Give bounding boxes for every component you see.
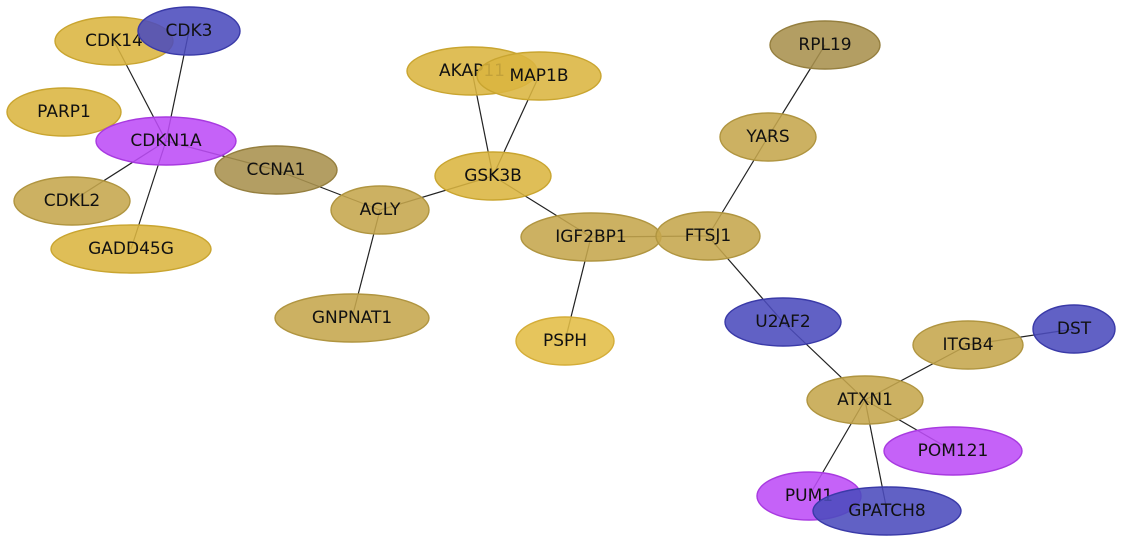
node-cdkl2-label: CDKL2 [44,191,100,211]
node-parp1: PARP1 [6,87,122,137]
node-acly-label: ACLY [360,200,401,220]
node-cdkl2: CDKL2 [13,176,131,226]
node-gsk3b-shape [434,151,552,201]
node-u2af2-label: U2AF2 [755,312,810,332]
node-rpl19: RPL19 [769,20,881,70]
node-dst: DST [1032,304,1116,354]
node-pom121: POM121 [883,426,1023,476]
node-u2af2-shape [724,297,842,347]
node-itgb4: ITGB4 [912,320,1024,370]
node-pom121-shape [883,426,1023,476]
node-cdk3: CDK3 [137,6,241,56]
node-map1b-label: MAP1B [509,66,568,86]
node-ccna1: CCNA1 [214,145,338,195]
node-gnpnat1: GNPNAT1 [274,293,430,343]
node-rpl19-label: RPL19 [798,35,851,55]
node-ccna1-label: CCNA1 [247,160,306,180]
node-gnpnat1-label: GNPNAT1 [312,308,392,328]
node-psph: PSPH [515,316,615,366]
node-ftsj1: FTSJ1 [655,211,761,261]
node-dst-label: DST [1057,319,1092,339]
node-acly: ACLY [330,185,430,235]
node-gadd45g: GADD45G [50,224,212,274]
node-map1b: MAP1B [476,51,602,101]
node-cdk3-label: CDK3 [166,21,213,41]
node-gpatch8-shape [812,486,962,536]
node-atxn1: ATXN1 [806,375,924,425]
node-gsk3b: GSK3B [434,151,552,201]
node-cdk14-label: CDK14 [85,31,143,51]
node-psph-shape [515,316,615,366]
node-cdkn1a: CDKN1A [95,116,237,166]
node-acly-shape [330,185,430,235]
node-ccna1-shape [214,145,338,195]
node-cdkl2-shape [13,176,131,226]
node-igf2bp1: IGF2BP1 [520,212,662,262]
node-ftsj1-label: FTSJ1 [685,226,731,246]
node-rpl19-shape [769,20,881,70]
node-gpatch8: GPATCH8 [812,486,962,536]
node-itgb4-shape [912,320,1024,370]
node-u2af2: U2AF2 [724,297,842,347]
node-map1b-shape [476,51,602,101]
node-ftsj1-shape [655,211,761,261]
node-yars-label: YARS [745,127,789,147]
node-dst-shape [1032,304,1116,354]
node-yars-shape [719,112,817,162]
node-parp1-shape [6,87,122,137]
node-gpatch8-label: GPATCH8 [848,501,926,521]
node-cdkn1a-label: CDKN1A [130,131,202,151]
node-psph-label: PSPH [543,331,587,351]
node-atxn1-label: ATXN1 [837,390,893,410]
node-pom121-label: POM121 [918,441,989,461]
node-cdkn1a-shape [95,116,237,166]
node-gsk3b-label: GSK3B [464,166,522,186]
node-igf2bp1-label: IGF2BP1 [555,227,627,247]
node-gadd45g-label: GADD45G [88,239,174,259]
node-gnpnat1-shape [274,293,430,343]
node-parp1-label: PARP1 [37,102,91,122]
node-atxn1-shape [806,375,924,425]
node-gadd45g-shape [50,224,212,274]
node-cdk3-shape [137,6,241,56]
node-yars: YARS [719,112,817,162]
node-itgb4-label: ITGB4 [942,335,993,355]
